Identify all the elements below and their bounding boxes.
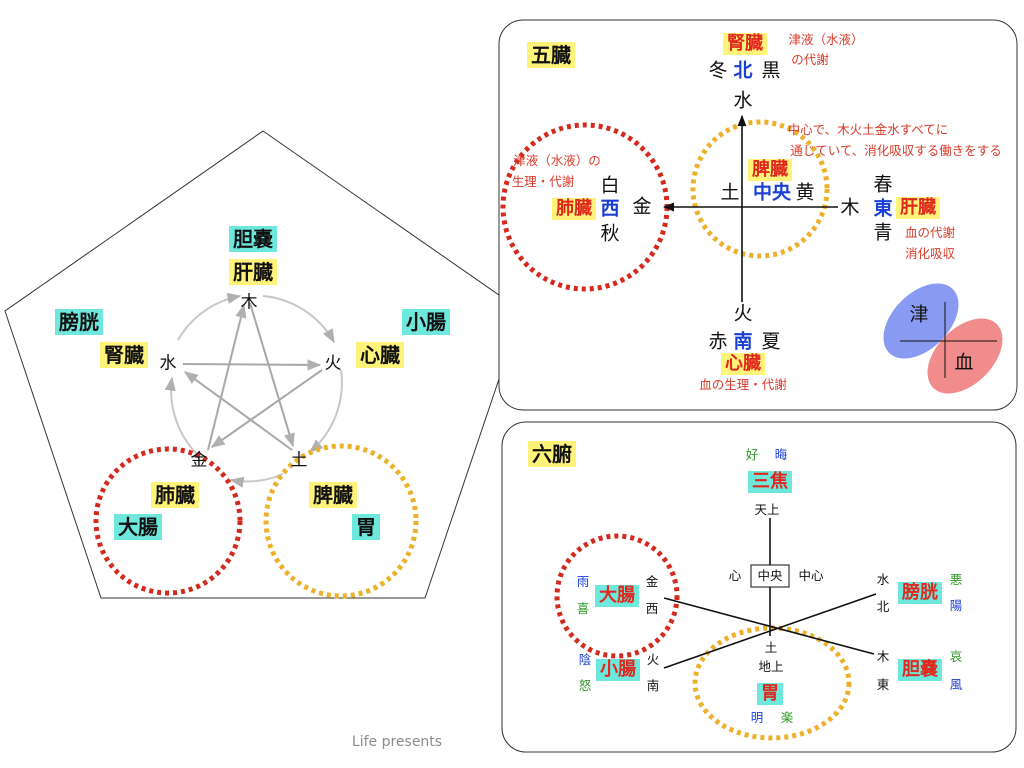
south-note: 血の生理・代謝 bbox=[699, 376, 787, 392]
gozou-panel bbox=[498, 19, 1018, 411]
east-color: 青 bbox=[873, 221, 893, 244]
daichou-dir: 西 bbox=[645, 600, 659, 616]
daichou-label: 大腸 bbox=[114, 514, 162, 540]
north-color: 黒 bbox=[761, 59, 781, 82]
daichou-organ: 大腸 bbox=[595, 585, 639, 607]
tenjou-label: 天上 bbox=[754, 501, 780, 517]
daichou-elem: 金 bbox=[645, 573, 659, 589]
north-elem: 水 bbox=[733, 89, 753, 112]
i-label: 胃 bbox=[352, 514, 380, 540]
hizou-label: 脾臓 bbox=[309, 482, 357, 508]
shouchou-label: 小腸 bbox=[402, 309, 450, 335]
daichou-e2: 喜 bbox=[576, 600, 590, 616]
south-elem: 火 bbox=[733, 302, 753, 325]
daichou-e1: 雨 bbox=[576, 573, 590, 589]
tantou-label: 胆嚢 bbox=[229, 226, 277, 252]
east-elem: 木 bbox=[840, 196, 860, 219]
west-elem: 金 bbox=[632, 195, 652, 218]
west-note-2: 生理・代謝 bbox=[511, 173, 575, 189]
shouchou-organ: 小腸 bbox=[596, 659, 640, 681]
controlling-star bbox=[182, 302, 323, 451]
tannou-e1: 哀 bbox=[949, 648, 963, 664]
boukou-e1: 悪 bbox=[949, 571, 963, 587]
metal-dotted-circle bbox=[93, 446, 243, 596]
haizou-label: 肺臓 bbox=[151, 482, 199, 508]
north-dir: 北 bbox=[733, 59, 753, 82]
east-season: 春 bbox=[873, 173, 893, 196]
center-dir: 中央 bbox=[752, 181, 792, 204]
center-box-label: 中央 bbox=[757, 567, 783, 583]
tsu-ellipse bbox=[883, 283, 959, 359]
wood-label: 木 bbox=[240, 292, 258, 313]
i-dotted-ellipse bbox=[692, 625, 852, 741]
center-note-2: 通じていて、消化吸収する働きをする bbox=[790, 142, 1002, 158]
water-label: 水 bbox=[159, 353, 177, 374]
tannou-organ: 胆嚢 bbox=[898, 659, 942, 681]
i-e2: 楽 bbox=[780, 709, 794, 725]
tannou-elem: 木 bbox=[876, 648, 890, 664]
west-organ: 肺臓 bbox=[552, 198, 596, 220]
east-dir: 東 bbox=[873, 197, 893, 220]
center-right: 中心 bbox=[798, 567, 824, 583]
north-organ: 腎臓 bbox=[723, 33, 767, 55]
west-note-1: 津液（水液）の bbox=[513, 152, 601, 168]
i-organ: 胃 bbox=[757, 683, 783, 705]
jinzou-label: 腎臓 bbox=[100, 342, 148, 368]
sanshou-label: 三焦 bbox=[748, 471, 792, 493]
tannou-e2: 風 bbox=[949, 676, 963, 692]
top-a: 好 bbox=[745, 446, 759, 462]
shouchou-e1: 陰 bbox=[578, 651, 592, 667]
ketsu-ellipse bbox=[927, 318, 1003, 394]
boukou-dir: 北 bbox=[876, 598, 890, 614]
legend-ketsu: 血 bbox=[954, 351, 974, 374]
east-note-1: 血の代謝 bbox=[904, 224, 956, 240]
south-season: 夏 bbox=[761, 330, 781, 353]
boukou-elem: 水 bbox=[876, 571, 890, 587]
shinzou-label: 心臓 bbox=[356, 342, 404, 368]
center-organ: 脾臓 bbox=[748, 159, 792, 181]
top-b: 晦 bbox=[774, 446, 788, 462]
chuou-box bbox=[750, 564, 790, 588]
south-dir: 南 bbox=[733, 330, 753, 353]
north-season: 冬 bbox=[708, 59, 728, 82]
north-note-1: 津液（水液） bbox=[788, 31, 864, 47]
fire-label: 火 bbox=[324, 353, 342, 374]
shouchou-elem: 火 bbox=[646, 651, 660, 667]
i-e1: 明 bbox=[750, 709, 764, 725]
chijou-label: 地上 bbox=[758, 658, 784, 674]
south-color: 赤 bbox=[708, 330, 728, 353]
footer-credit: Life presents bbox=[351, 734, 443, 750]
shouchou-e2: 怒 bbox=[578, 677, 592, 693]
west-season: 秋 bbox=[600, 222, 620, 245]
center-elem: 土 bbox=[764, 639, 778, 655]
east-note-2: 消化吸収 bbox=[904, 245, 956, 261]
boukou-label: 膀胱 bbox=[55, 309, 103, 335]
kanzou-label: 肝臓 bbox=[229, 259, 277, 285]
daichou-dotted-circle bbox=[554, 533, 680, 659]
tannou-dir: 東 bbox=[876, 676, 890, 692]
gozou-title: 五臓 bbox=[527, 42, 575, 68]
legend-tsu: 津 bbox=[909, 303, 929, 326]
center-elem: 土 bbox=[720, 181, 740, 204]
earth-label: 土 bbox=[290, 450, 308, 471]
metal-label: 金 bbox=[190, 450, 208, 471]
west-color: 白 bbox=[600, 174, 620, 197]
center-color: 黄 bbox=[795, 181, 815, 204]
boukou-e2: 陽 bbox=[949, 597, 963, 613]
center-left: 心 bbox=[728, 567, 742, 583]
boukou-organ: 膀胱 bbox=[898, 582, 942, 604]
east-organ: 肝臓 bbox=[896, 197, 940, 219]
spleen-dotted-circle bbox=[690, 119, 830, 259]
shouchou-dir: 南 bbox=[646, 677, 660, 693]
pentagon-outline bbox=[4, 130, 523, 599]
south-organ: 心臓 bbox=[721, 353, 765, 375]
west-dir: 西 bbox=[600, 197, 620, 220]
north-note-2: の代謝 bbox=[791, 51, 829, 67]
center-note-1: 中心で、木火土金水すべてに bbox=[787, 121, 949, 137]
roppu-title: 六腑 bbox=[528, 441, 576, 467]
earth-dotted-circle bbox=[263, 443, 419, 599]
